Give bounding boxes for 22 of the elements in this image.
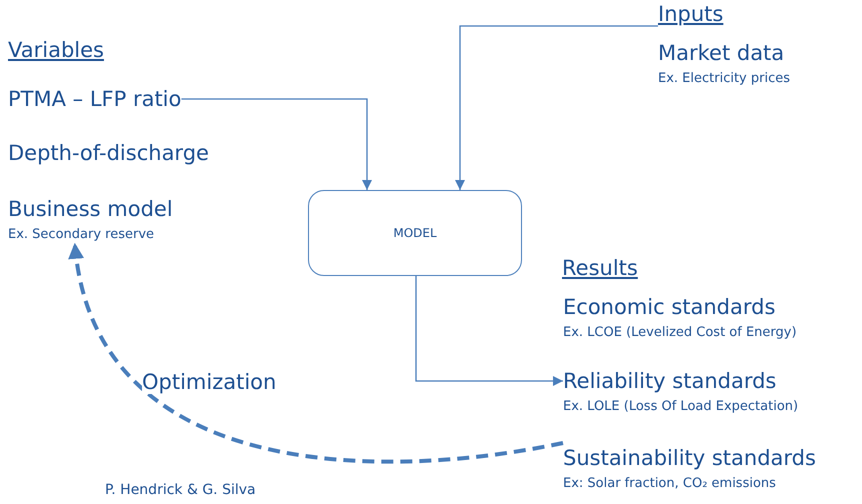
section-heading: Inputs <box>658 2 724 26</box>
example-note: Ex. Electricity prices <box>658 70 790 88</box>
dashed-arrow <box>70 242 564 464</box>
item-title: Sustainability standards <box>563 445 816 472</box>
example-note: Ex. LOLE (Loss Of Load Expectation) <box>563 398 798 416</box>
item-title: Economic standards <box>563 294 776 321</box>
item-title: Market data <box>658 40 786 67</box>
item-title: Business model <box>8 196 173 223</box>
edge-label: Optimization <box>142 370 276 394</box>
section-heading: Results <box>562 256 639 280</box>
item-title: Depth-of-discharge <box>8 140 209 167</box>
author-credit: P. Hendrick & G. Silva <box>105 482 256 498</box>
item-title: PTMA – LFP ratio <box>8 86 182 113</box>
arrow <box>181 98 372 190</box>
section-heading: Variables <box>8 38 105 62</box>
item-title: Reliability standards <box>563 368 778 395</box>
example-note: Ex. LCOE (Levelized Cost of Energy) <box>563 324 797 342</box>
example-note: Ex. Secondary reserve <box>8 226 156 244</box>
process-box: MODEL <box>308 190 522 276</box>
arrow <box>415 276 563 386</box>
example-note: Ex: Solar fraction, CO₂ emissions <box>563 475 777 493</box>
arrow <box>455 25 658 190</box>
